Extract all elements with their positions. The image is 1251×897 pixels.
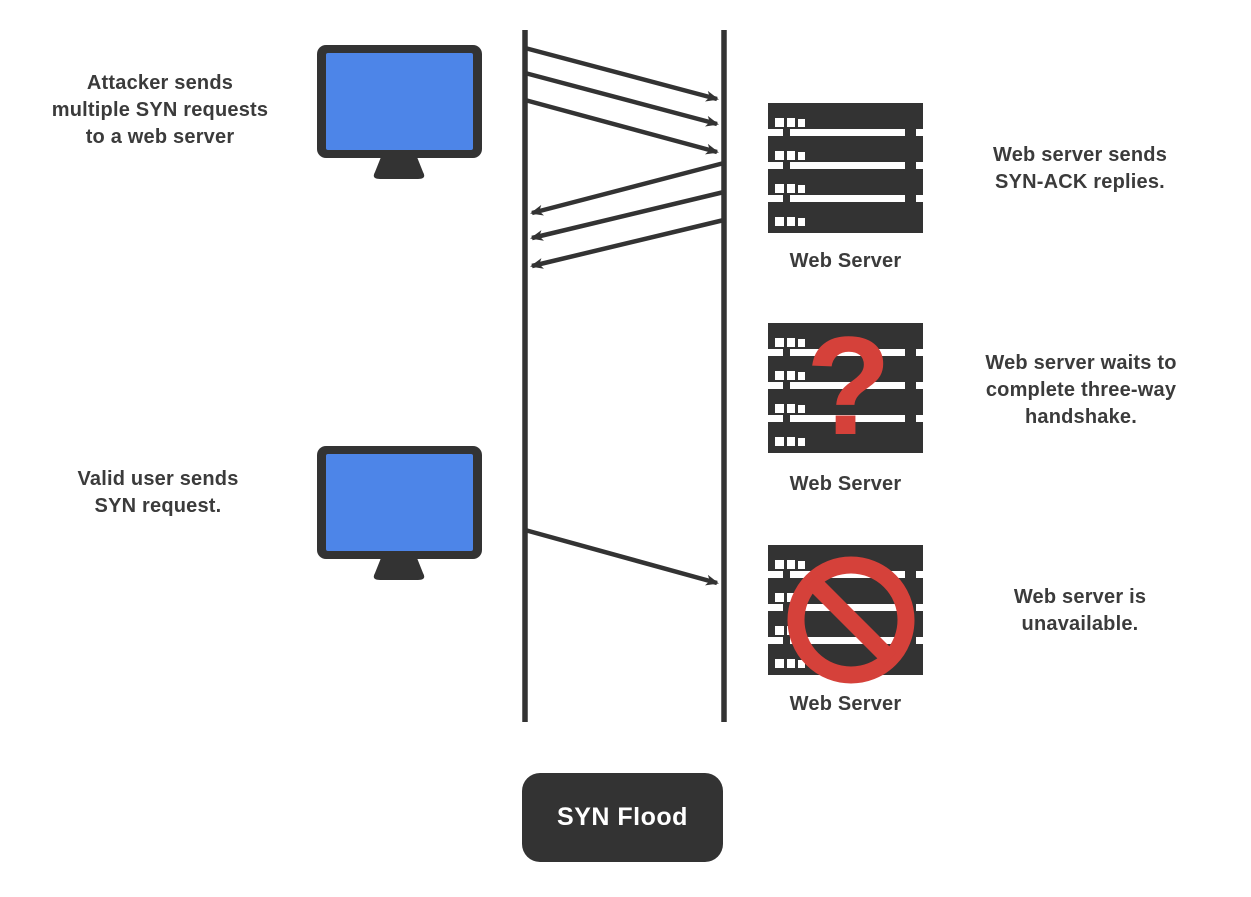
timeline-arrows xyxy=(522,30,727,722)
caption-line: to a web server xyxy=(85,126,235,148)
monitor-stand xyxy=(373,558,425,580)
syn-ack-caption: Web server sends SYN-ACK replies. xyxy=(950,142,1210,196)
handshake-caption: Web server waits to complete three-way h… xyxy=(950,350,1212,431)
ban-icon xyxy=(787,556,915,684)
monitor-stand xyxy=(373,157,425,179)
caption-line: handshake. xyxy=(1024,406,1138,428)
caption-line: SYN-ACK replies. xyxy=(995,171,1165,193)
server-leds xyxy=(775,118,805,226)
syn-ack-arrow xyxy=(530,189,725,241)
server-tabs xyxy=(783,349,916,422)
server-icon-1 xyxy=(768,103,923,233)
server-label-3: Web Server xyxy=(789,693,902,715)
valid-user-arrow-group xyxy=(524,527,719,586)
caption-line: complete three-way xyxy=(985,379,1177,401)
attacker-monitor-icon xyxy=(317,45,482,179)
caption-line: Attacker sends xyxy=(86,72,234,94)
server-tabs xyxy=(783,129,916,202)
syn-ack-reply-arrows xyxy=(530,160,725,269)
valid-user-monitor-icon xyxy=(317,446,482,580)
caption-line: Web server waits to xyxy=(985,352,1177,374)
server-separators xyxy=(768,129,923,202)
server-label-1: Web Server xyxy=(789,250,902,272)
syn-flood-badge: SYN Flood xyxy=(522,773,723,862)
caption-line: Valid user sends xyxy=(77,468,239,490)
monitor-screen xyxy=(326,53,473,150)
caption-line: Web server is xyxy=(1013,586,1147,608)
badge-label: SYN Flood xyxy=(557,803,688,831)
server-leds xyxy=(775,338,805,446)
valid-user-caption: Valid user sends SYN request. xyxy=(10,466,306,520)
question-mark-icon: ? xyxy=(805,307,892,464)
caption-line: SYN request. xyxy=(94,495,222,517)
unavailable-caption: Web server is unavailable. xyxy=(950,584,1210,638)
caption-line: multiple SYN requests xyxy=(51,99,269,121)
syn-ack-arrow xyxy=(530,217,725,269)
caption-line: unavailable. xyxy=(1021,613,1139,635)
valid-syn-arrow xyxy=(524,527,719,586)
server-label-2: Web Server xyxy=(789,473,902,495)
syn-arrow xyxy=(524,97,719,155)
caption-line: Web server sends xyxy=(992,144,1168,166)
syn-request-arrows xyxy=(524,45,719,155)
attacker-caption: Attacker sends multiple SYN requests to … xyxy=(10,70,310,151)
server-icon-2 xyxy=(768,323,923,453)
server-separators xyxy=(768,349,923,422)
syn-ack-arrow xyxy=(530,160,725,216)
syn-arrow xyxy=(524,70,719,127)
monitor-screen xyxy=(326,454,473,551)
syn-arrow xyxy=(524,45,719,102)
